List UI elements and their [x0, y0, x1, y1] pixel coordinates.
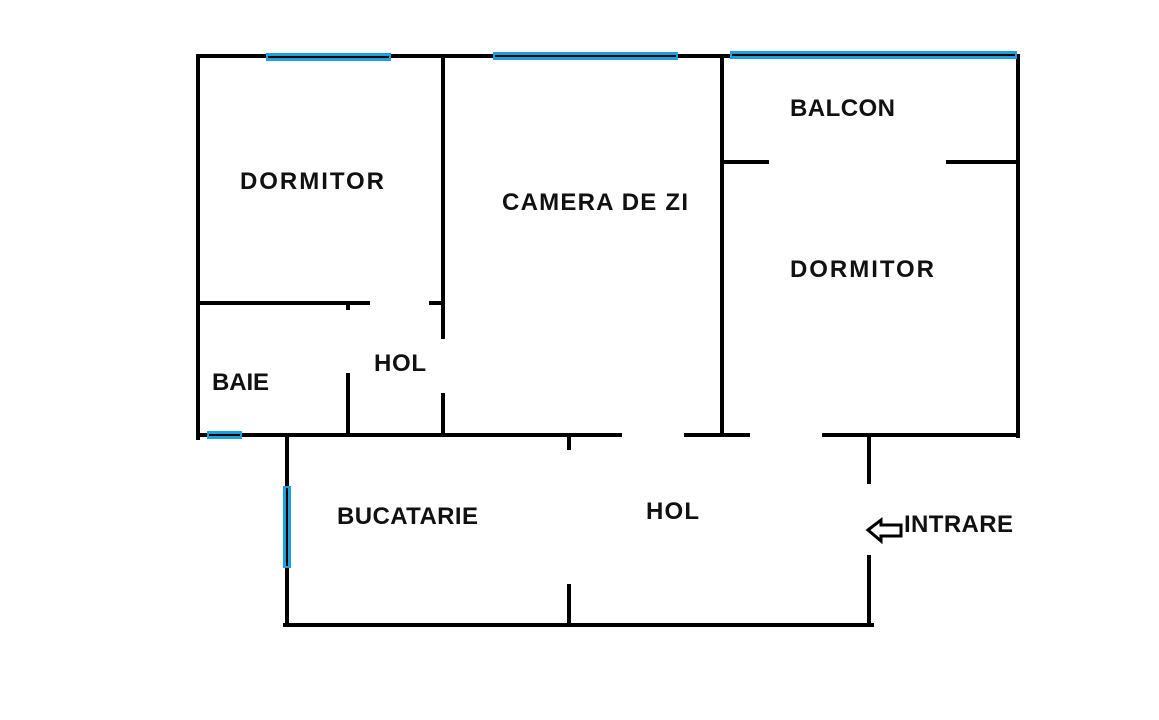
- label-hall-inner: HOL: [374, 350, 426, 377]
- windows: [207, 51, 1017, 568]
- label-bedroom-right: DORMITOR: [790, 256, 934, 283]
- room-labels: DORMITOR CAMERA DE ZI BALCON DORMITOR BA…: [212, 95, 1013, 538]
- label-entrance: INTRARE: [904, 511, 1013, 538]
- label-living-room: CAMERA DE ZI: [502, 189, 688, 216]
- label-bathroom: BAIE: [212, 369, 269, 396]
- arrow-left-outline-icon: [865, 516, 903, 545]
- label-hall-main: HOL: [646, 498, 699, 525]
- walls: [196, 54, 1020, 627]
- label-kitchen: BUCATARIE: [337, 503, 478, 530]
- label-bedroom-left: DORMITOR: [240, 168, 384, 195]
- label-balcony: BALCON: [790, 95, 895, 122]
